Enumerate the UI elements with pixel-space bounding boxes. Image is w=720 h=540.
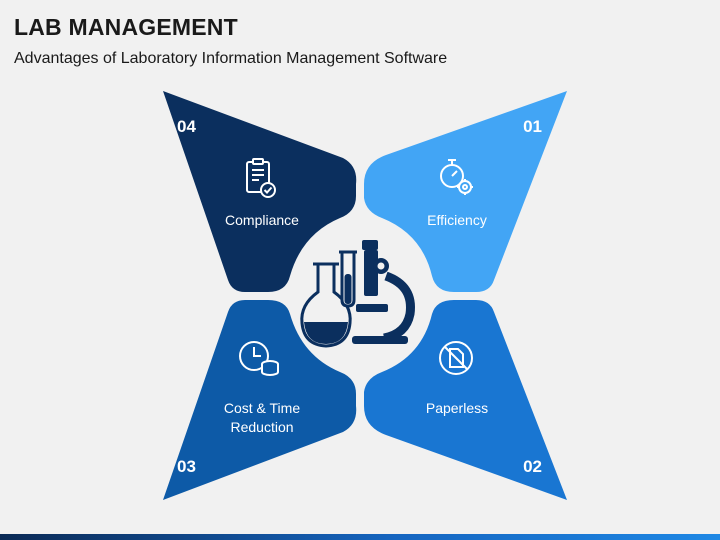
page-title: LAB MANAGEMENT — [14, 14, 238, 40]
segment-04-label: Compliance — [225, 212, 299, 228]
segment-compliance: 04 Compliance — [163, 91, 357, 292]
no-paper-icon — [439, 341, 473, 375]
segment-04-number: 04 — [177, 117, 196, 136]
segment-02-number: 02 — [523, 457, 542, 476]
segment-03-shape — [163, 300, 357, 500]
segment-03-number: 03 — [177, 457, 196, 476]
segment-01-label: Efficiency — [427, 212, 487, 228]
page-subtitle: Advantages of Laboratory Information Man… — [14, 50, 448, 67]
segment-cost-time: 03 Cost & Time Reduction — [163, 300, 357, 500]
segment-efficiency: 01 Efficiency — [364, 91, 567, 292]
segment-02-shape — [364, 300, 567, 500]
segment-paperless: 02 Paperless — [364, 300, 567, 500]
segment-01-number: 01 — [523, 117, 542, 136]
segment-03-label-line2: Reduction — [230, 419, 293, 435]
segment-02-label: Paperless — [426, 400, 488, 416]
segment-03-label-line1: Cost & Time — [224, 400, 300, 416]
lab-flask-microscope-icon — [300, 240, 415, 348]
clipboard-check-icon — [246, 158, 276, 198]
footer-bar — [0, 534, 720, 540]
clock-coins-icon — [239, 341, 279, 376]
stopwatch-gear-icon — [440, 159, 473, 195]
